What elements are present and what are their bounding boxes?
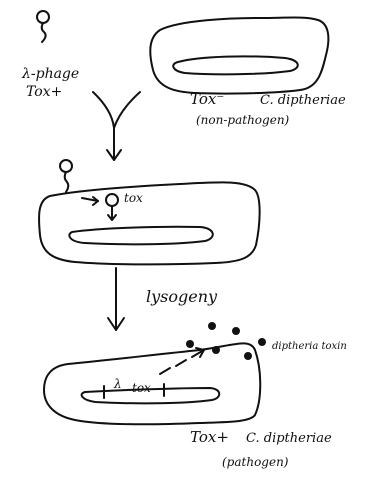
lysogeny-arrow [108, 268, 124, 330]
host-note-label: (non-pathogen) [196, 113, 290, 127]
prophage-tox-label: tox [132, 381, 151, 395]
result-species-label: C. diptheriae [246, 431, 332, 446]
attached-phage-icon [60, 160, 72, 192]
injection-arrow [82, 197, 98, 205]
host-species-label: C. diptheriae [260, 93, 346, 108]
result-tox-label: Tox+ [190, 428, 229, 446]
tox-to-chromosome-arrow [108, 207, 116, 220]
phage-label: λ-phage [21, 66, 79, 82]
tox-gene-label: tox [124, 191, 143, 205]
lysogeny-label: lysogeny [146, 287, 218, 306]
merge-arrow [93, 92, 140, 160]
host-tox-label: Tox⁻ [190, 90, 224, 108]
toxin-label: diptheria toxin [272, 341, 347, 352]
result-note-label: (pathogen) [222, 455, 289, 469]
bacterium-pathogen [44, 343, 260, 424]
prophage-lambda-label: λ [113, 377, 122, 391]
phage-tox-label: Tox+ [26, 84, 62, 100]
tox-gene-circle [106, 194, 118, 206]
bacterium-infected [39, 182, 260, 264]
bacterium-nonpathogen [150, 18, 328, 94]
lambda-phage-icon [37, 11, 49, 42]
